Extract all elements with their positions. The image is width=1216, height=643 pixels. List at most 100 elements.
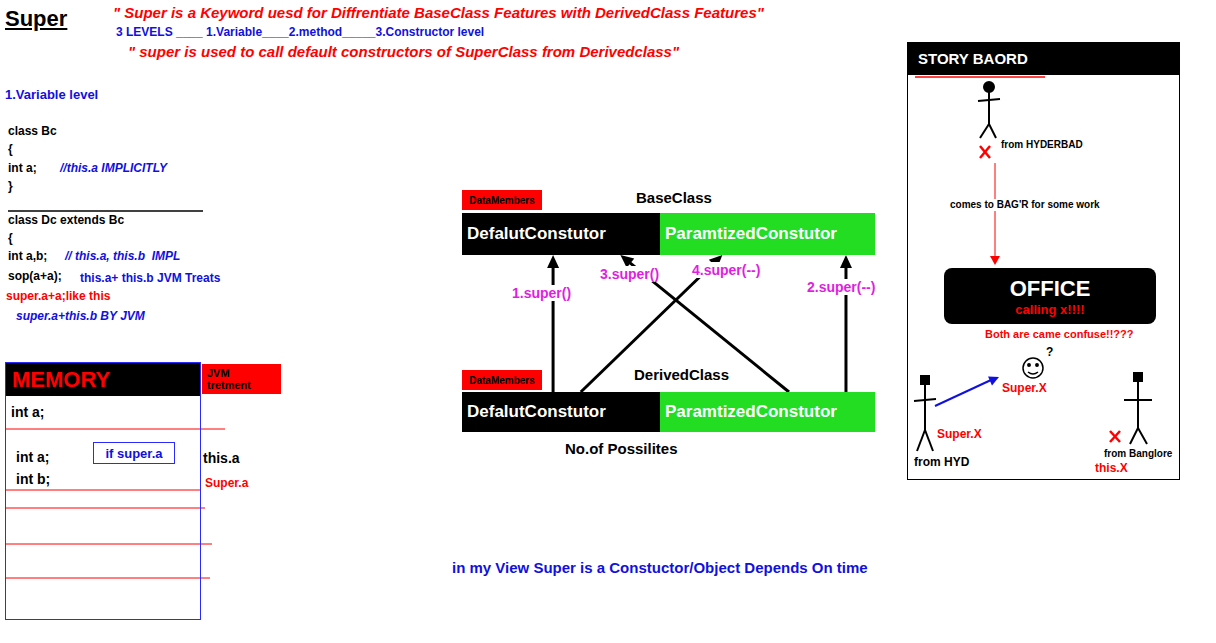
cross-stroke	[980, 146, 990, 158]
closing-note: in my View Super is a Constuctor/Object …	[452, 559, 868, 576]
treatment-note: Super.a	[205, 477, 248, 491]
memory-panel: MEMORY if super.a	[5, 362, 201, 620]
figure-leg	[925, 430, 933, 451]
face-outline	[1023, 358, 1043, 378]
cross-mark	[1110, 431, 1120, 442]
header-underline	[915, 76, 1045, 78]
code-line: {	[8, 232, 13, 246]
tag-text: DataMembers	[469, 195, 535, 206]
call-arrowhead	[988, 377, 999, 386]
figure-leg	[1130, 428, 1138, 444]
super-call-arrow	[840, 255, 852, 392]
code-line: class Dc extends Bc	[8, 214, 124, 228]
story-note: from HYDERBAD	[1001, 139, 1083, 151]
code-comment: // this.a, this.b IMPL	[65, 250, 180, 264]
definition-note: " super is used to call default construc…	[128, 43, 679, 60]
arrow-label: 3.super()	[598, 266, 661, 282]
face-mouth	[1028, 372, 1038, 374]
cross-mark	[980, 146, 990, 158]
constructor-name: ParamtizedConstutor	[665, 402, 837, 422]
arrow-label: 2.super(--)	[805, 279, 877, 295]
definition-note: " Super is a Keyword uesd for Diffrentia…	[113, 4, 764, 21]
stick-figure	[914, 376, 936, 451]
cross-stroke	[1110, 431, 1120, 442]
cross-stroke	[980, 146, 990, 158]
arrowhead	[840, 255, 852, 268]
class-heading: BaseClass	[636, 189, 712, 206]
memory-row-line	[5, 490, 200, 491]
members-tag: DataMembers	[462, 370, 542, 390]
figure-leg	[980, 124, 989, 138]
figure-leg	[989, 124, 996, 138]
arrow-label: 4.super(--)	[690, 262, 762, 278]
constructor-name: DefalutConstutor	[467, 224, 606, 244]
code-comment: this.a+ this.b JVM Treats	[80, 272, 220, 286]
figure-head	[921, 376, 929, 384]
treatment-tag: JVM tretment	[202, 364, 281, 394]
panel-header: MEMORY	[6, 363, 200, 396]
arrow-label: 1.super()	[510, 285, 573, 301]
constructor-box: ParamtizedConstutor	[660, 392, 875, 432]
face-eye	[1036, 364, 1038, 366]
page-title: Super	[5, 6, 67, 31]
code-comment: //this.a IMPLICITLY	[60, 162, 167, 176]
office-box: OFFICEcalling x!!!!	[944, 268, 1156, 324]
constructor-box: DefalutConstutor	[462, 213, 660, 255]
figure-body	[924, 384, 926, 430]
treatment-note: this.a	[203, 450, 240, 466]
office-title: OFFICE	[1010, 276, 1091, 302]
confused-face	[1023, 358, 1043, 378]
office-note: calling x!!!!	[1015, 302, 1084, 317]
memory-row-line	[5, 544, 212, 545]
figure-leg	[917, 430, 925, 451]
figure-arms	[978, 99, 1000, 101]
code-line: class Bc	[8, 125, 57, 139]
code-line: sop(a+a);	[8, 270, 62, 284]
code-line: }	[8, 180, 13, 194]
figure-leg	[1138, 428, 1147, 444]
call-arrow	[935, 380, 991, 406]
memory-row: int a;	[16, 449, 49, 465]
code-comment: super.a+this.b BY JVM	[16, 310, 145, 324]
memory-row: int b;	[16, 471, 50, 487]
memory-note-box: if super.a	[93, 442, 175, 464]
story-note: Both are came confuse!!???	[985, 328, 1134, 341]
arrowhead	[547, 255, 559, 268]
figure-body	[988, 90, 990, 124]
story-note: this.X	[1095, 462, 1128, 476]
stick-figure	[1124, 373, 1152, 444]
tag-text: JVM tretment	[207, 367, 276, 391]
face-eye	[1028, 364, 1030, 366]
memory-row-line	[5, 508, 205, 509]
class-heading: DerivedClass	[634, 366, 729, 383]
story-note: Super.X	[1002, 382, 1047, 396]
stick-figure	[978, 82, 1000, 138]
panel-header: STORY BAORD	[908, 43, 1179, 75]
travel-arrow	[995, 163, 996, 258]
memory-row-line	[5, 578, 210, 579]
constructor-name: DefalutConstutor	[467, 402, 606, 422]
tag-text: DataMembers	[469, 375, 535, 386]
code-note: super.a+a;like this	[6, 290, 110, 304]
figure-arms	[914, 399, 936, 401]
super-call-arrow	[547, 255, 559, 392]
constructor-name: ParamtizedConstutor	[665, 224, 837, 244]
memory-rows	[5, 429, 225, 578]
figure-arms	[1124, 399, 1152, 401]
question-mark: ?	[1046, 346, 1053, 360]
story-board: STORY BAORD OFFICEcalling x!!!!	[907, 42, 1180, 480]
story-note: Super.X	[937, 428, 982, 442]
story-note: comes to BAG'R for some work	[948, 199, 1102, 211]
memory-row: int a;	[11, 404, 44, 420]
caption-note: No.of Possilites	[565, 440, 678, 457]
travel-arrowhead	[990, 256, 1000, 265]
story-note: from HYD	[914, 456, 969, 470]
cross-stroke	[1110, 431, 1120, 442]
code-divider	[8, 210, 203, 212]
section-heading: 1.Variable level	[5, 88, 98, 103]
levels-note: 3 LEVELS ____ 1.Variable____2.method____…	[116, 26, 484, 40]
figure-head	[1134, 373, 1142, 381]
memory-row-line	[5, 429, 225, 430]
code-line: {	[8, 143, 13, 157]
